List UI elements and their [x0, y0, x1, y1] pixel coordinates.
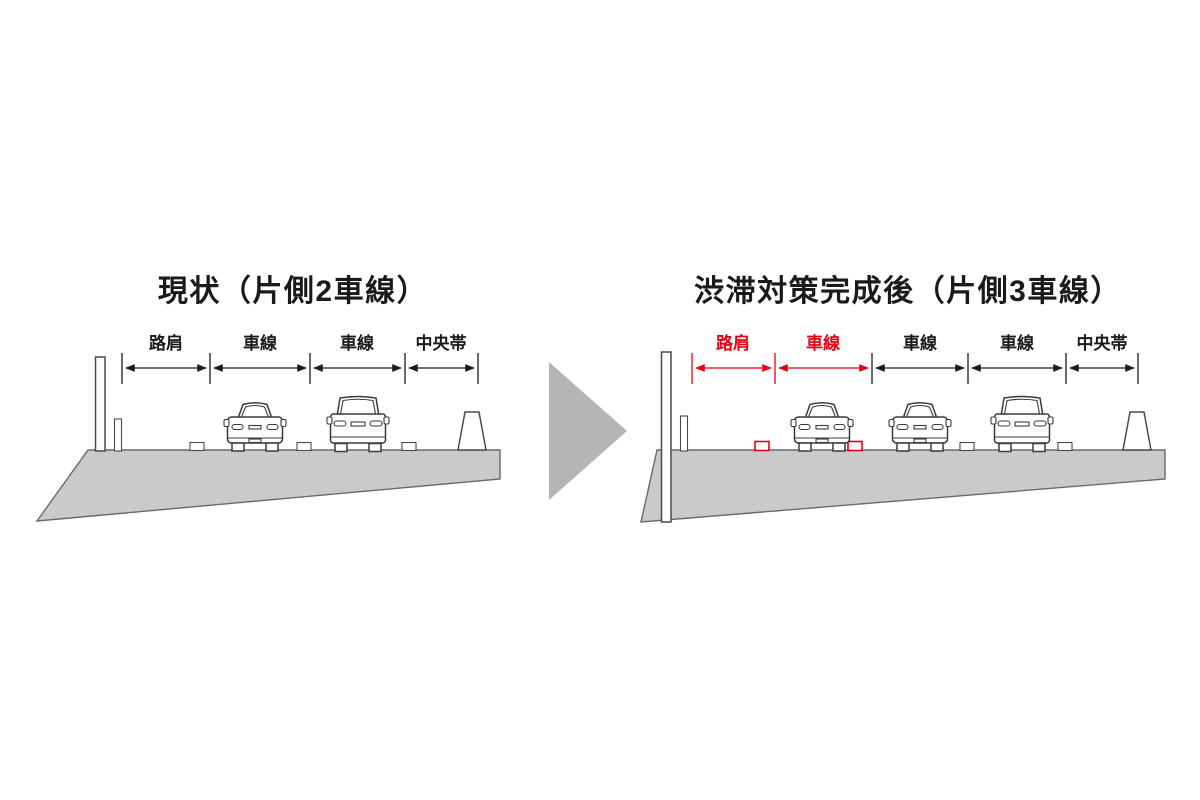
left-car-lane1: [223, 402, 287, 452]
right-small-post: [679, 415, 689, 452]
right-label-median: 中央帯: [1077, 333, 1128, 353]
right-car-lane1: [790, 402, 854, 452]
left-car-lane2: [326, 395, 390, 453]
left-median-barrier: [457, 411, 487, 451]
left-lane-marker: [401, 441, 417, 452]
right-median-barrier: [1122, 411, 1152, 451]
right-diagram: 渋滞対策完成後（片側3車線） 路肩 車線 車線 車線 中央帯: [640, 274, 1166, 523]
left-label-lane2: 車線: [340, 333, 374, 353]
right-title: 渋滞対策完成後（片側3車線）: [694, 274, 1122, 308]
right-lane-marker: [959, 441, 975, 452]
left-title: 現状（片側2車線）: [158, 274, 428, 308]
right-label-shoulder: 路肩: [716, 333, 750, 353]
left-diagram: 現状（片側2車線） 路肩 車線 車線 中央帯: [35, 274, 501, 522]
right-lane-marker-red: [754, 440, 770, 452]
left-lane-marker: [296, 441, 312, 452]
left-barrier-pole: [94, 356, 106, 452]
left-lane-marker: [189, 441, 205, 452]
right-label-lane2: 車線: [903, 333, 937, 353]
left-road-embankment: [35, 449, 501, 522]
left-small-post: [113, 418, 123, 452]
left-label-median: 中央帯: [416, 333, 467, 353]
right-car-lane3: [990, 395, 1054, 453]
right-lane-marker: [1057, 441, 1073, 452]
right-car-lane2: [888, 402, 952, 452]
right-barrier-pole: [660, 351, 672, 523]
left-label-lane1: 車線: [243, 333, 277, 353]
right-road-embankment: [640, 449, 1166, 523]
left-label-shoulder: 路肩: [149, 333, 183, 353]
right-label-lane1: 車線: [806, 333, 840, 353]
transition-arrow-icon: [549, 362, 627, 500]
right-lane-marker-red: [847, 440, 863, 452]
right-label-lane3: 車線: [1000, 333, 1034, 353]
